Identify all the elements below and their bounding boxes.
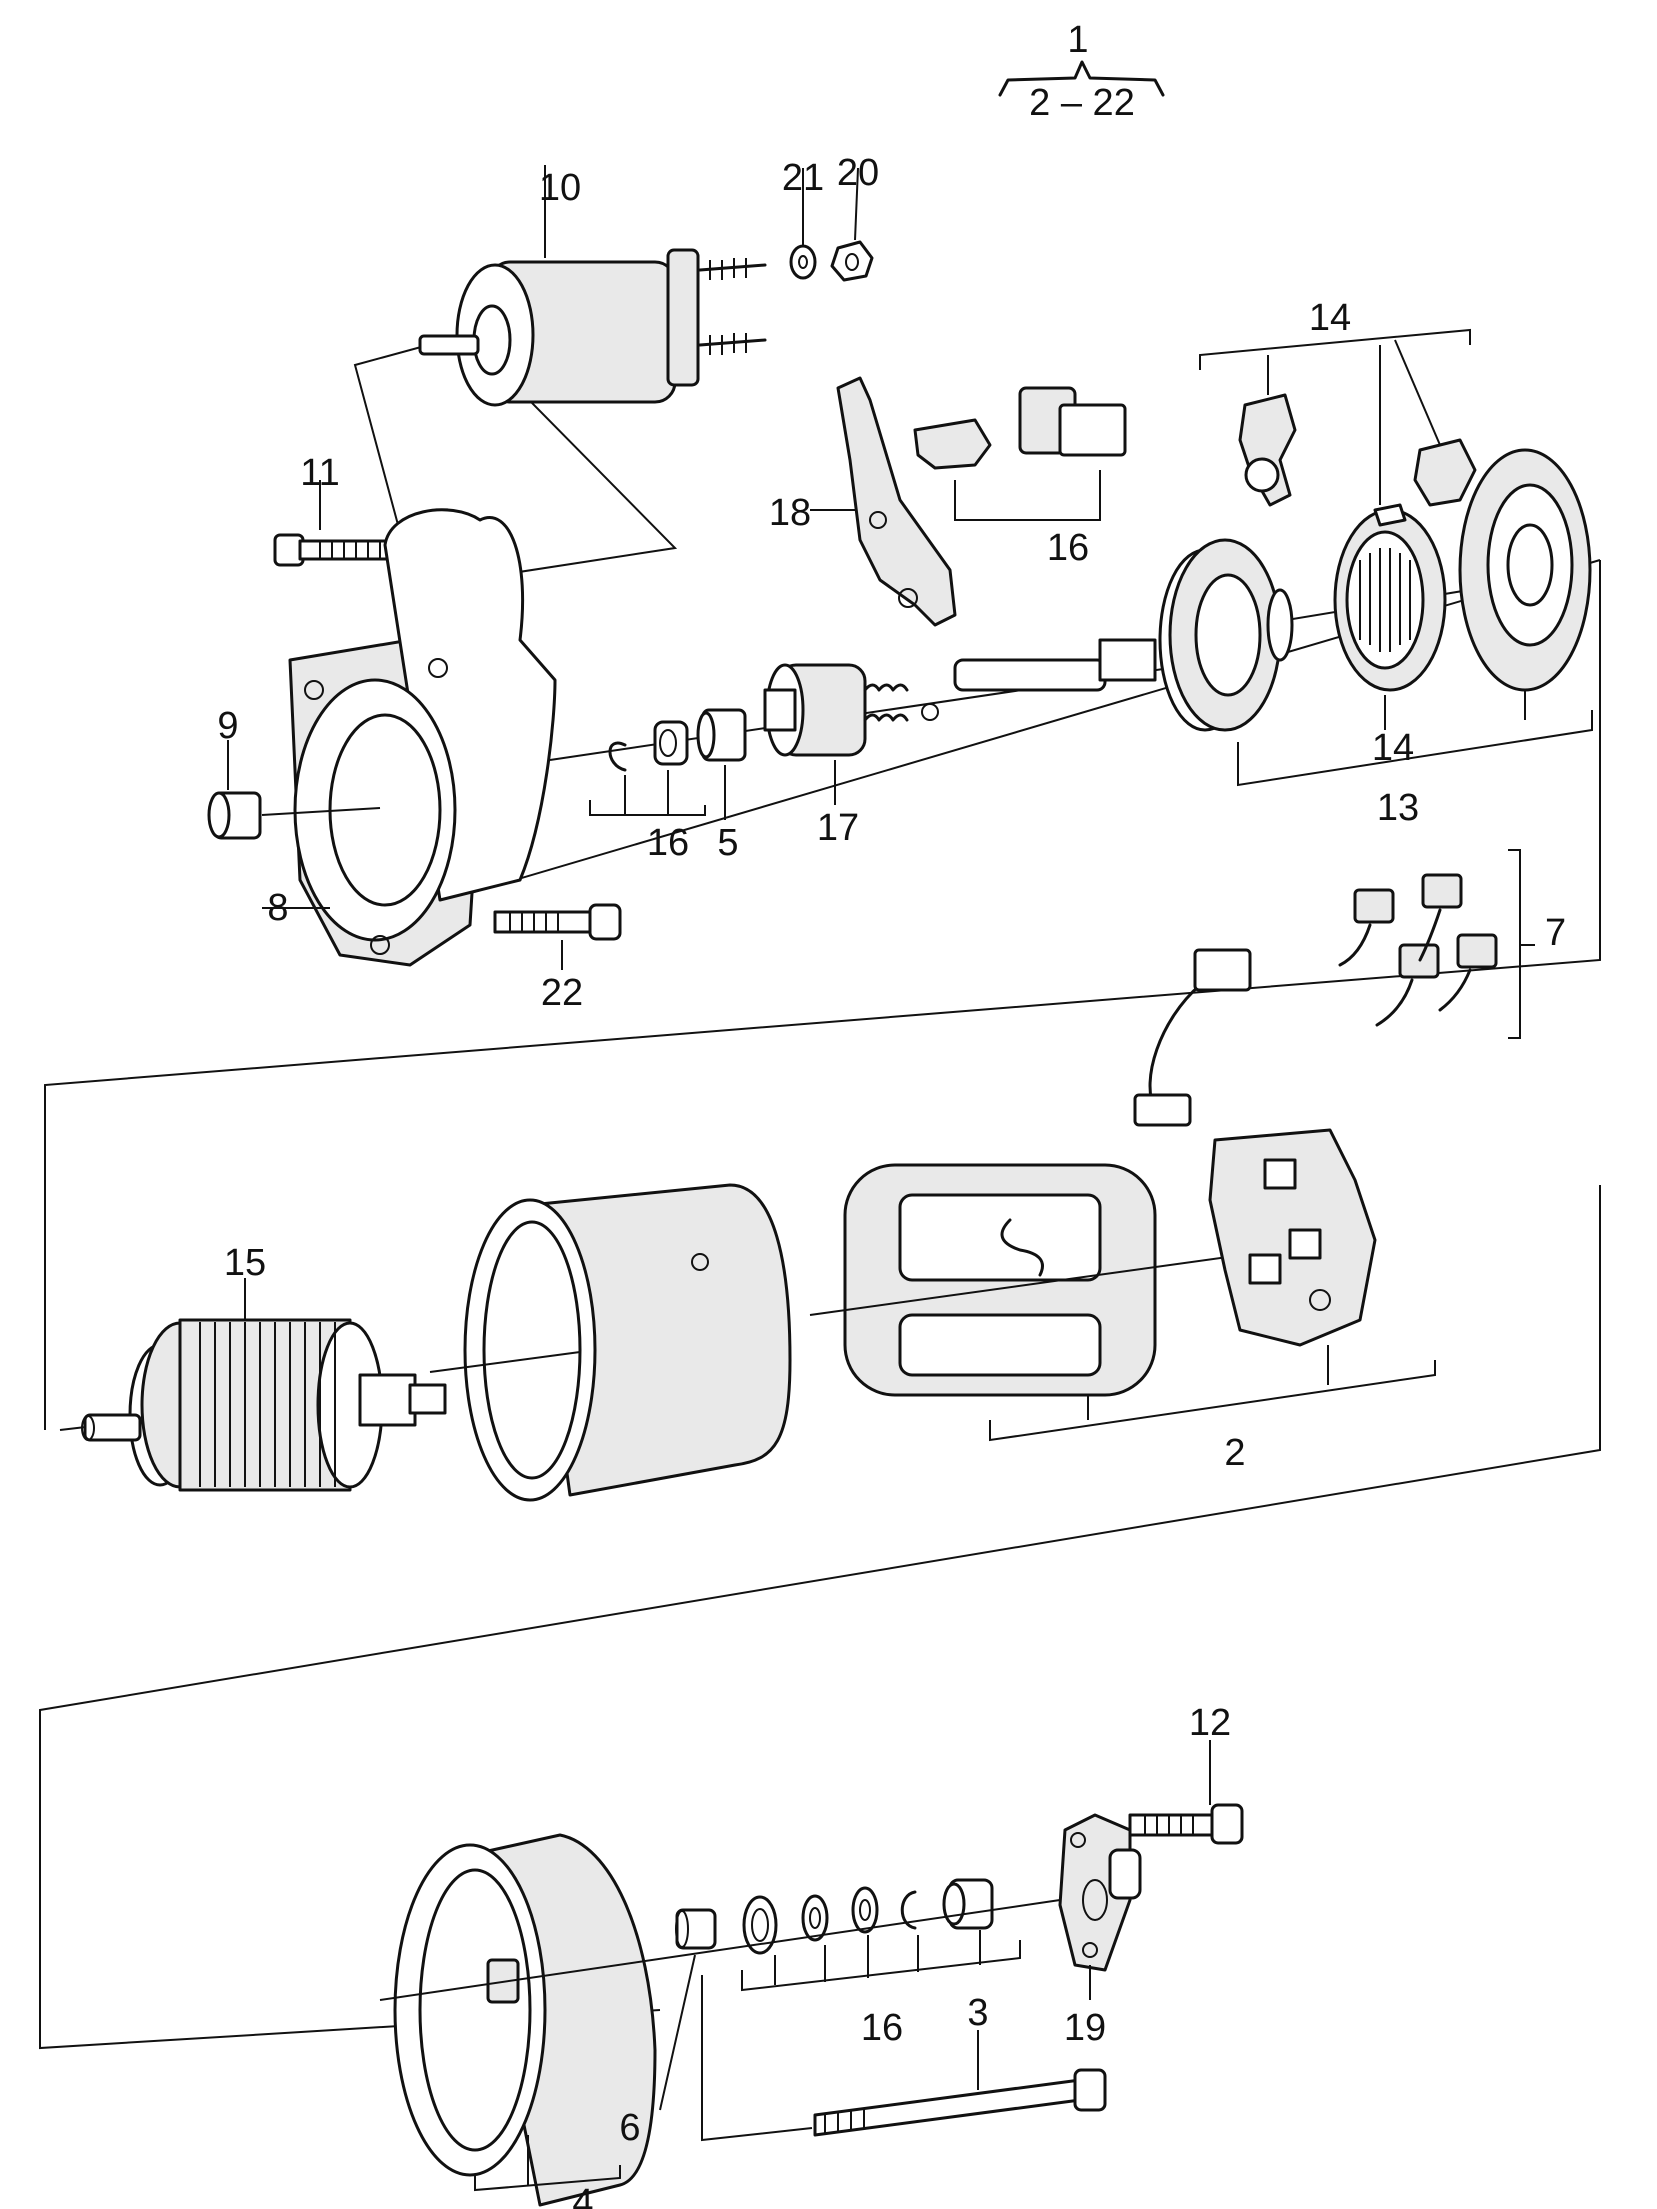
bushing-9: [207, 740, 381, 840]
label-16c: 16: [861, 2007, 903, 2049]
brush-ring-14: [1333, 503, 1447, 692]
end-cover-14: [1458, 448, 1592, 692]
label-13: 13: [1377, 787, 1419, 829]
label-21: 21: [782, 157, 824, 199]
label-2: 2: [1224, 1432, 1245, 1474]
label-4: 4: [572, 2182, 593, 2209]
label-7: 7: [1545, 912, 1566, 954]
label-8: 8: [267, 887, 288, 929]
screw-12: [1128, 1740, 1244, 1845]
label-1: 1: [1067, 19, 1088, 61]
label-17: 17: [817, 807, 859, 849]
end-cap-19: [1058, 1813, 1142, 2000]
brush-holder-2: [989, 1128, 1436, 1442]
intermediate-bearing-13: [1098, 538, 1561, 732]
screw-22: [493, 903, 622, 970]
part-number-labels: 10 21 20 14 11 18 16 9 14 16 5 17 13 8 7…: [217, 152, 1566, 2209]
drive-end-bracket-8: [262, 508, 557, 967]
small-parts-14: [1199, 328, 1593, 787]
label-19: 19: [1064, 2007, 1106, 2049]
lever-18: [810, 376, 957, 627]
label-10: 10: [539, 167, 581, 209]
nut-20: [830, 167, 874, 282]
label-5: 5: [717, 822, 738, 864]
label-6: 6: [619, 2107, 640, 2149]
washers-16-bottom: [379, 1878, 1061, 2001]
frame-lines: [39, 559, 1601, 2050]
bushing-6: [659, 1908, 717, 2111]
label-16a: 16: [1047, 527, 1089, 569]
yoke-housing: [429, 1183, 792, 1502]
label-14a: 14: [1309, 297, 1351, 339]
label-20: 20: [837, 152, 879, 194]
label-9: 9: [217, 705, 238, 747]
pinion-row: [549, 658, 1191, 820]
screw-11: [273, 480, 397, 567]
label-2-22: 2 – 22: [1029, 82, 1135, 124]
label-11: 11: [300, 452, 339, 494]
solenoid-10: [353, 165, 767, 590]
clips-16-top: [913, 386, 1127, 521]
through-bolt-3: [701, 1975, 1107, 2142]
commutator-end-housing-4: [393, 1833, 657, 2207]
armature-15: [81, 1278, 447, 1492]
washer-21: [789, 168, 817, 280]
field-winding-2: [809, 948, 1351, 1397]
label-22: 22: [541, 972, 583, 1014]
brushes-7: [1338, 849, 1535, 1039]
label-16b: 16: [647, 822, 689, 864]
assembly-header: 1 2 – 22: [998, 19, 1165, 124]
label-18: 18: [769, 492, 811, 534]
label-3: 3: [967, 1992, 988, 2034]
label-12: 12: [1189, 1702, 1231, 1744]
label-14b: 14: [1372, 727, 1414, 769]
label-15: 15: [224, 1242, 266, 1284]
